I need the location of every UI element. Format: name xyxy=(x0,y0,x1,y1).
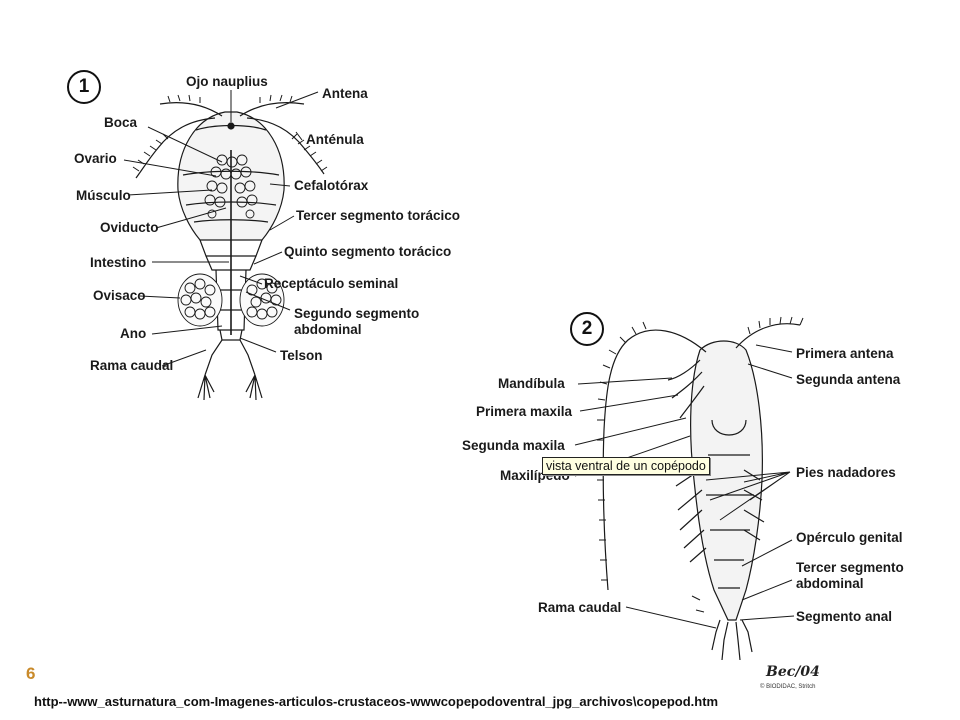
figure-number-1: 1 xyxy=(67,70,101,104)
label-boca: Boca xyxy=(104,115,138,130)
label-cefalotorax: Cefalotórax xyxy=(294,178,369,193)
label-oviducto: Oviducto xyxy=(100,220,159,235)
copyright-note: © BIODIDAC, Stritch xyxy=(760,684,816,690)
label-rama-caudal-2: Rama caudal xyxy=(538,600,622,615)
label-primera-antena: Primera antena xyxy=(796,346,894,361)
label-pies-nadadores: Pies nadadores xyxy=(796,465,896,480)
label-segunda-antena: Segunda antena xyxy=(796,372,901,387)
label-ano: Ano xyxy=(120,326,147,341)
label-intestino: Intestino xyxy=(90,255,147,270)
label-segundo-segmento: Segundo segmento xyxy=(294,306,420,321)
label-abdominal-1: abdominal xyxy=(294,322,362,337)
label-primera-maxila: Primera maxila xyxy=(476,404,573,419)
label-antenula: Anténula xyxy=(306,132,364,147)
label-telson: Telson xyxy=(280,348,323,363)
source-url[interactable]: http--www_asturnatura_com-Imagenes-artic… xyxy=(34,694,719,709)
label-mandibula: Mandíbula xyxy=(498,376,565,391)
label-ojo-nauplius: Ojo nauplius xyxy=(186,74,268,89)
label-antena: Antena xyxy=(322,86,368,101)
label-ovisaco: Ovisaco xyxy=(93,288,146,303)
label-operculo-genital: Opérculo genital xyxy=(796,530,903,545)
label-rama-caudal-1: Rama caudal xyxy=(90,358,174,373)
tooltip-vista-ventral: vista ventral de un copépodo xyxy=(542,457,710,475)
figure-number-2: 2 xyxy=(570,312,604,346)
label-musculo: Músculo xyxy=(76,188,131,203)
label-segmento-anal: Segmento anal xyxy=(796,609,893,624)
label-quinto-segmento-toracico: Quinto segmento torácico xyxy=(284,244,452,259)
label-abdominal-2: abdominal xyxy=(796,576,864,591)
label-ovario: Ovario xyxy=(74,151,117,166)
label-tercer-segmento: Tercer segmento xyxy=(796,560,904,575)
label-segunda-maxila: Segunda maxila xyxy=(462,438,565,453)
slide-number: 6 xyxy=(26,664,36,683)
label-tercer-segmento-toracico: Tercer segmento torácico xyxy=(296,208,461,223)
artist-signature: Bec/04 xyxy=(766,664,820,680)
label-receptaculo-seminal: Receptáculo seminal xyxy=(264,276,399,291)
